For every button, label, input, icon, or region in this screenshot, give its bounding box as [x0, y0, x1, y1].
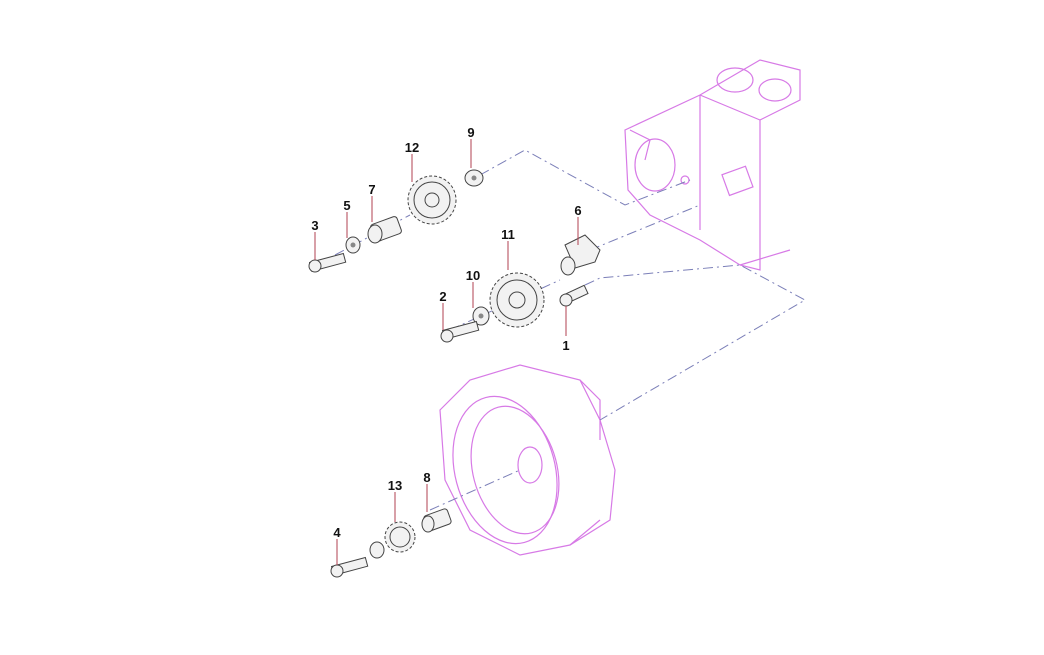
leader-lines: [314, 139, 579, 565]
bushing-7: [367, 216, 402, 244]
callout-1[interactable]: 1: [562, 338, 569, 353]
callout-10[interactable]: 10: [466, 268, 480, 283]
washer-10: [472, 306, 490, 326]
bolt-3: [308, 252, 347, 273]
shaft-8: [421, 508, 452, 533]
callout-7[interactable]: 7: [368, 182, 375, 197]
parts: [308, 169, 601, 578]
gear-12: [407, 175, 457, 225]
engine-block: [624, 59, 801, 271]
callout-13[interactable]: 13: [388, 478, 402, 493]
washer: [369, 541, 385, 559]
shaft-6: [560, 234, 601, 276]
callout-5[interactable]: 5: [343, 198, 350, 213]
bolt-1: [559, 284, 589, 307]
callout-4[interactable]: 4: [333, 525, 341, 540]
bolt-2: [440, 320, 480, 343]
callout-9[interactable]: 9: [467, 125, 474, 140]
flywheel-housing: [439, 364, 616, 556]
bolt-4: [330, 556, 369, 578]
callout-11[interactable]: 11: [501, 227, 515, 242]
washer-5: [345, 236, 361, 254]
washer-9: [464, 169, 484, 187]
callout-3[interactable]: 3: [311, 218, 318, 233]
gear-13: [384, 521, 416, 553]
callout-2[interactable]: 2: [439, 289, 446, 304]
callout-6[interactable]: 6: [574, 203, 581, 218]
gear-11: [489, 272, 545, 328]
callout-12[interactable]: 12: [405, 140, 419, 155]
centerlines: [334, 149, 807, 511]
callout-8[interactable]: 8: [423, 470, 430, 485]
